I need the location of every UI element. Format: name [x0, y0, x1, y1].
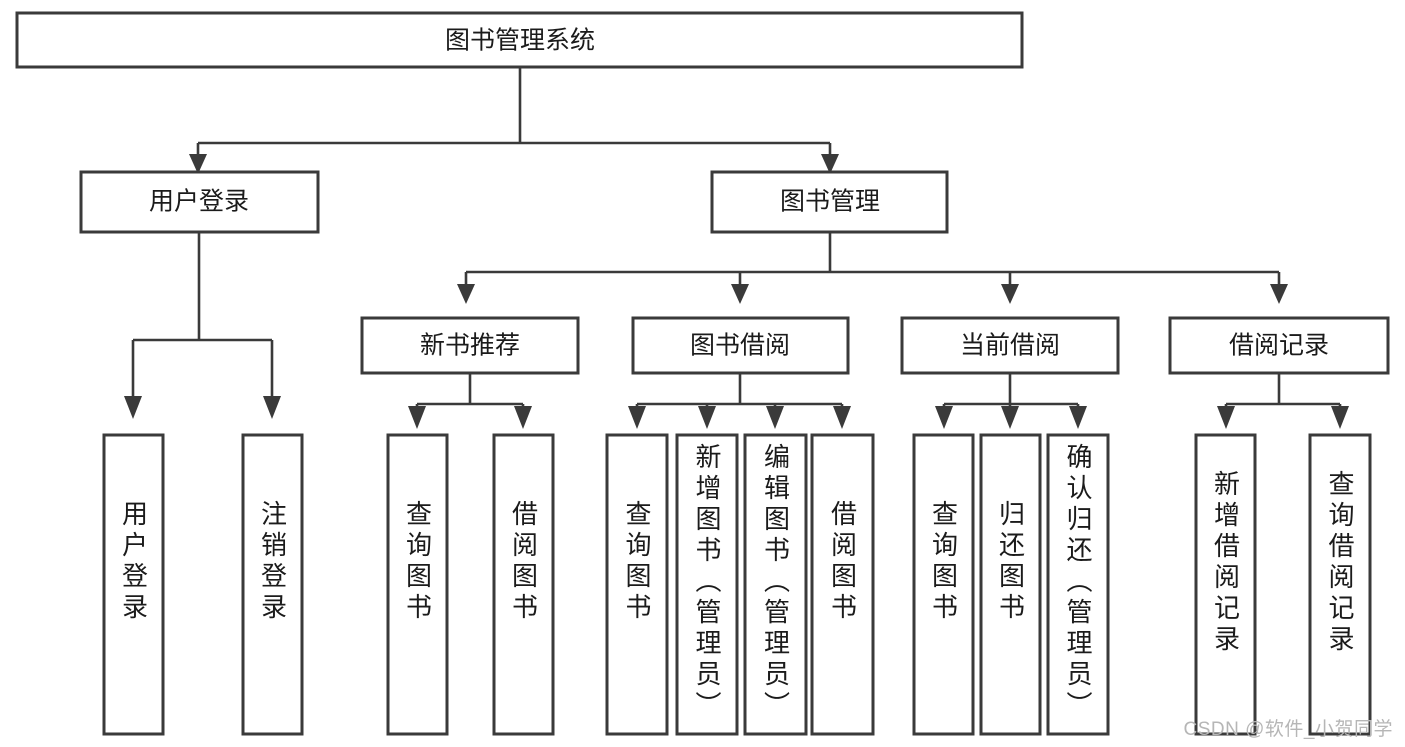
node-borrow-records[interactable]: 借阅记录	[1168, 316, 1390, 375]
leaf-box-add-book	[675, 433, 739, 736]
leaf-box-query-borrow-record	[1308, 433, 1372, 736]
leaf-box-edit-book	[743, 433, 808, 736]
leaf-box-return-book	[979, 433, 1042, 736]
leaf-box-borrow-book-2	[810, 433, 875, 736]
connector-currentborrow-to-leaves	[935, 373, 1087, 429]
node-user-login-label: 用户登录	[149, 188, 249, 216]
node-book-management-label: 图书管理	[780, 188, 880, 216]
node-borrow-records-label: 借阅记录	[1229, 332, 1329, 360]
node-new-book-recommend[interactable]: 新书推荐	[360, 316, 580, 375]
connector-userlogin-to-leaves	[124, 232, 281, 419]
node-new-book-recommend-label: 新书推荐	[420, 332, 520, 360]
leaf-box-query-book-1	[386, 433, 449, 736]
connector-bookborrow-to-leaves	[628, 373, 851, 429]
connector-root-to-level2	[189, 67, 839, 174]
leaf-box-query-book-3	[912, 433, 975, 736]
node-book-borrow-label: 图书借阅	[690, 332, 790, 360]
node-root[interactable]: 图书管理系统	[15, 11, 1024, 69]
node-current-borrow[interactable]: 当前借阅	[900, 316, 1120, 375]
node-book-borrow[interactable]: 图书借阅	[631, 316, 850, 375]
connector-bookmgmt-to-level3	[457, 232, 1288, 304]
leaf-box-query-book-2	[605, 433, 669, 736]
node-user-login[interactable]: 用户登录	[79, 170, 320, 234]
leaf-box-confirm-return	[1046, 433, 1110, 736]
node-book-management[interactable]: 图书管理	[710, 170, 949, 234]
leaf-box-user-login	[102, 433, 165, 736]
node-current-borrow-label: 当前借阅	[960, 332, 1060, 360]
node-root-label: 图书管理系统	[445, 27, 595, 55]
connector-newbook-to-leaves	[408, 373, 532, 429]
leaf-box-add-borrow-record	[1194, 433, 1257, 736]
leaf-box-borrow-book-1	[492, 433, 555, 736]
connector-borrowrecord-to-leaves	[1217, 373, 1349, 429]
leaf-box-logout	[241, 433, 304, 736]
leaf-boxes	[102, 433, 1372, 736]
